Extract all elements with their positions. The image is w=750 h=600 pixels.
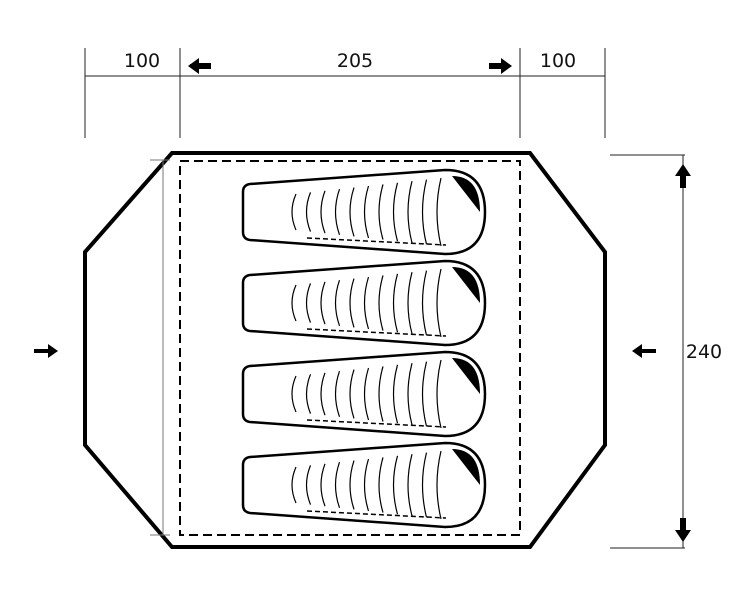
dim-right-vestibule: 100 [540,50,576,72]
arrows [34,58,691,542]
dim-width: 240 [686,341,722,363]
door-arrow-left-icon [632,344,656,358]
arrow-up-icon [675,164,691,188]
door-arrow-right-icon [34,344,58,358]
arrow-left-icon [188,58,211,74]
arrow-down-icon [675,518,691,542]
arrow-right-icon [489,58,512,74]
hood [452,267,480,303]
dimension-extension-lines [84,48,685,549]
sleeping-bag [241,441,487,529]
hood [452,358,480,394]
dim-left-vestibule: 100 [124,50,160,72]
tent-outline [83,151,607,549]
dim-inner-length: 205 [337,50,373,72]
sleeping-bag [241,168,487,256]
hood [452,449,480,485]
sleeping-bag [241,350,487,438]
sleeping-bag [241,259,487,347]
inner-tent [179,160,521,536]
hood [452,176,480,212]
